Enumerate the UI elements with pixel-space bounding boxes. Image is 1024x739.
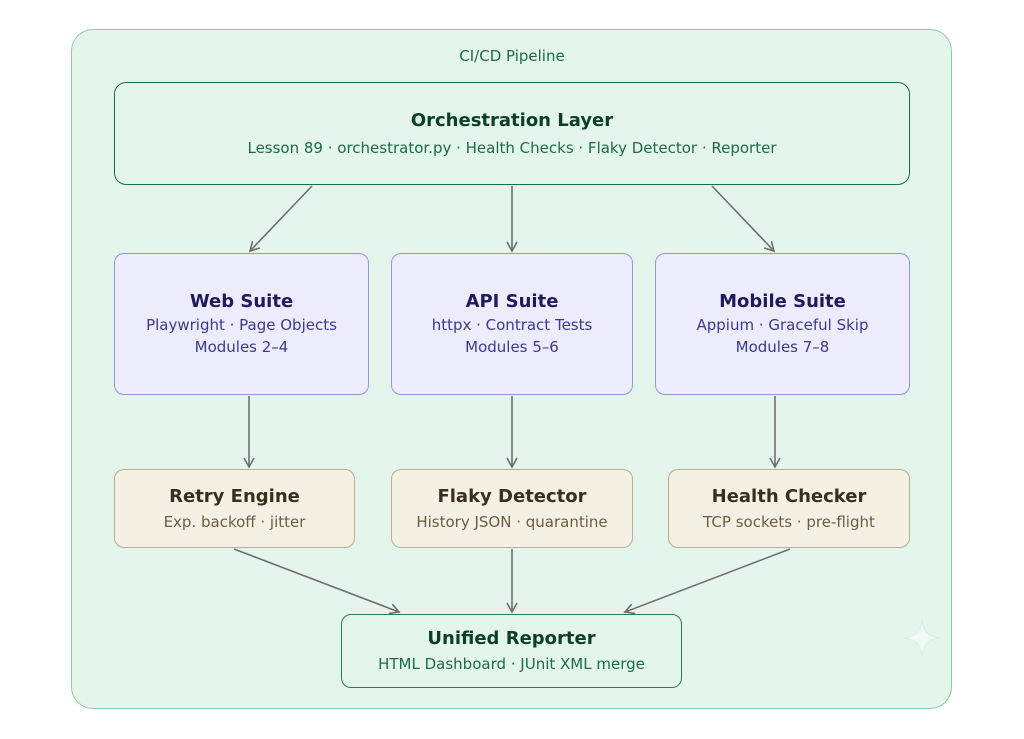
retry-engine-box: Retry Engine Exp. backoff · jitter xyxy=(114,469,355,548)
orchestration-title: Orchestration Layer xyxy=(410,109,614,131)
health-checker-box: Health Checker TCP sockets · pre-flight xyxy=(668,469,910,548)
web-suite-box: Web Suite Playwright · Page Objects Modu… xyxy=(114,253,369,395)
web-suite-tools: Playwright · Page Objects xyxy=(146,316,337,334)
mobile-suite-box: Mobile Suite Appium · Graceful Skip Modu… xyxy=(655,253,910,395)
flaky-detector-title: Flaky Detector xyxy=(437,485,587,507)
mobile-suite-modules: Modules 7–8 xyxy=(735,338,830,356)
web-suite-modules: Modules 2–4 xyxy=(194,338,289,356)
api-suite-box: API Suite httpx · Contract Tests Modules… xyxy=(391,253,633,395)
health-checker-title: Health Checker xyxy=(711,485,867,507)
retry-engine-title: Retry Engine xyxy=(169,485,300,507)
unified-reporter-subtitle: HTML Dashboard · JUnit XML merge xyxy=(378,655,645,673)
orchestration-subtitle: Lesson 89 · orchestrator.py · Health Che… xyxy=(247,138,777,157)
health-checker-subtitle: TCP sockets · pre-flight xyxy=(703,512,875,531)
flaky-detector-subtitle: History JSON · quarantine xyxy=(416,512,608,531)
web-suite-title: Web Suite xyxy=(189,291,294,312)
api-suite-title: API Suite xyxy=(465,291,559,312)
unified-reporter-box: Unified Reporter HTML Dashboard · JUnit … xyxy=(341,614,682,688)
sparkle-icon xyxy=(903,619,941,657)
unified-reporter-title: Unified Reporter xyxy=(427,628,596,649)
mobile-suite-tools: Appium · Graceful Skip xyxy=(696,316,869,334)
orchestration-layer-box: Orchestration Layer Lesson 89 · orchestr… xyxy=(114,82,910,185)
flaky-detector-box: Flaky Detector History JSON · quarantine xyxy=(391,469,633,548)
api-suite-modules: Modules 5–6 xyxy=(465,338,559,356)
retry-engine-subtitle: Exp. backoff · jitter xyxy=(163,512,306,531)
api-suite-tools: httpx · Contract Tests xyxy=(431,316,593,334)
pipeline-label: CI/CD Pipeline xyxy=(459,47,565,65)
mobile-suite-title: Mobile Suite xyxy=(719,291,846,312)
